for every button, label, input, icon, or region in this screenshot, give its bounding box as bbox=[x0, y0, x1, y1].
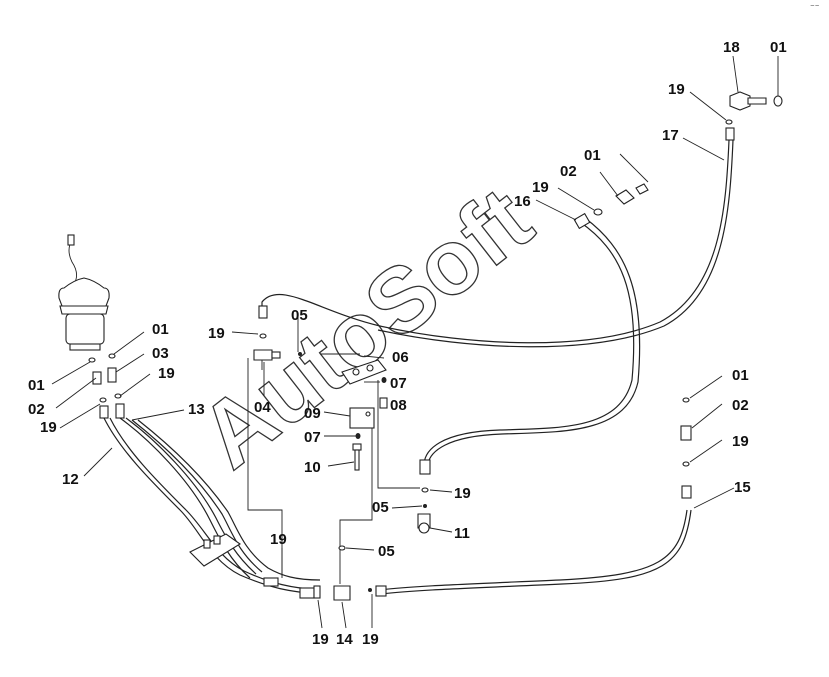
callout-05: 05 bbox=[378, 543, 395, 560]
callout-19: 19 bbox=[158, 365, 175, 382]
hose-17 bbox=[261, 139, 730, 344]
callout-11: 11 bbox=[454, 525, 470, 542]
callout-19: 19 bbox=[732, 433, 749, 450]
callout-19: 19 bbox=[454, 485, 471, 502]
callout-19: 19 bbox=[362, 631, 379, 648]
callout-16: 16 bbox=[514, 193, 531, 210]
joystick-valve bbox=[58, 234, 110, 351]
callout-01: 01 bbox=[28, 377, 45, 394]
callout-08: 08 bbox=[390, 397, 407, 414]
callout-13: 13 bbox=[188, 401, 205, 418]
hose-15 bbox=[379, 509, 688, 591]
callout-19: 19 bbox=[532, 179, 549, 196]
callout-19: 19 bbox=[668, 81, 685, 98]
hose-16 bbox=[423, 221, 635, 465]
callout-19: 19 bbox=[312, 631, 329, 648]
callout-19: 19 bbox=[208, 325, 225, 342]
callout-09: 09 bbox=[304, 405, 321, 422]
callout-07: 07 bbox=[390, 375, 407, 392]
hose-13 bbox=[119, 417, 251, 579]
callout-05: 05 bbox=[291, 307, 308, 324]
callout-02: 02 bbox=[732, 397, 749, 414]
callout-02: 02 bbox=[560, 163, 577, 180]
callout-labels: 18 01 19 17 02 01 19 16 19 05 01 03 06 0… bbox=[28, 39, 787, 648]
callout-06: 06 bbox=[392, 349, 409, 366]
callout-04: 04 bbox=[254, 399, 271, 416]
callout-17: 17 bbox=[662, 127, 679, 144]
corner-mark: ⁻⁻ bbox=[810, 2, 820, 12]
fittings bbox=[88, 91, 783, 601]
callout-18: 18 bbox=[723, 39, 740, 56]
hose-bracket bbox=[189, 533, 241, 567]
callout-15: 15 bbox=[734, 479, 751, 496]
callout-01: 01 bbox=[732, 367, 749, 384]
callout-01: 01 bbox=[152, 321, 169, 338]
callout-07: 07 bbox=[304, 429, 321, 446]
callout-19: 19 bbox=[270, 531, 287, 548]
callout-05: 05 bbox=[372, 499, 389, 516]
callout-01: 01 bbox=[584, 147, 601, 164]
autosoft-watermark: AutoSoft bbox=[182, 168, 551, 487]
callout-02: 02 bbox=[28, 401, 45, 418]
callout-14: 14 bbox=[336, 631, 353, 648]
callout-03: 03 bbox=[152, 345, 169, 362]
callout-01: 01 bbox=[770, 39, 787, 56]
leader-lines bbox=[51, 55, 779, 629]
callout-19: 19 bbox=[40, 419, 57, 436]
callout-12: 12 bbox=[62, 471, 79, 488]
callout-10: 10 bbox=[304, 459, 321, 476]
hose-lines bbox=[103, 139, 734, 595]
